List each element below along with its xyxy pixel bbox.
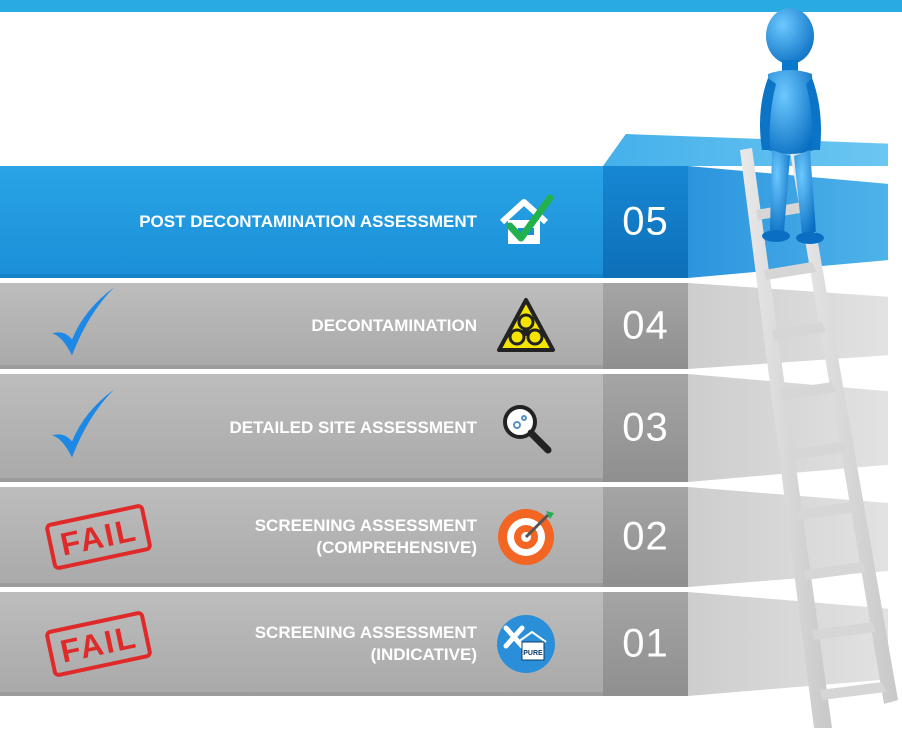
step-05-number-block	[603, 166, 688, 278]
step-label: POST DECONTAMINATION ASSESSMENT	[139, 212, 477, 231]
fail-stamp-text: FAIL	[44, 502, 154, 572]
step-label: DECONTAMINATION	[311, 316, 477, 335]
step-number: 02	[622, 514, 669, 559]
fail-stamp: FAIL	[44, 609, 154, 679]
pure-logo-icon: PURE	[496, 614, 556, 674]
step-05: 05 POST DECONTAMINATION ASSESSMENT	[0, 134, 902, 278]
pure-logo-text: PURE	[523, 650, 543, 657]
top-accent-bar	[0, 0, 902, 12]
step-label-line-1: SCREENING ASSESSMENT	[254, 623, 477, 642]
step-number: 04	[622, 303, 669, 348]
step-04-front	[0, 283, 603, 369]
fail-stamp-text: FAIL	[44, 609, 154, 679]
fail-stamp: FAIL	[44, 502, 154, 572]
step-label-line-1: SCREENING ASSESSMENT	[254, 516, 477, 535]
target-icon	[496, 507, 556, 567]
step-label: SCREENING ASSESSMENT (COMPREHENSIVE)	[255, 515, 477, 559]
step-label-line-2: (INDICATIVE)	[370, 645, 477, 664]
step-04-number-block	[603, 283, 688, 369]
step-label-line-2: (COMPREHENSIVE)	[316, 538, 477, 557]
house-checkmark-icon	[496, 192, 556, 252]
person-figure-illustration	[748, 0, 838, 250]
step-03-number-block	[603, 374, 688, 482]
step-04-side	[688, 283, 888, 369]
magnifier-icon	[496, 398, 556, 458]
step-number: 03	[622, 405, 669, 450]
step-01-number-block	[603, 592, 688, 696]
step-label: DETAILED SITE ASSESSMENT	[229, 418, 477, 437]
step-03-front	[0, 374, 603, 482]
check-icon	[48, 284, 118, 369]
step-05-side	[688, 166, 888, 278]
step-04: 04 DECONTAMINATION	[0, 283, 902, 369]
ladder-illustration	[740, 140, 900, 728]
step-number: 05	[622, 199, 669, 244]
check-icon	[48, 386, 118, 471]
step-number: 01	[622, 621, 669, 666]
step-02: 02 SCREENING ASSESSMENT (COMPREHENSIVE) …	[0, 487, 902, 587]
step-02-number-block	[603, 487, 688, 587]
step-01-side	[688, 592, 888, 696]
step-03: 03 DETAILED SITE ASSESSMENT	[0, 374, 902, 482]
biohazard-icon	[496, 296, 556, 356]
step-label: SCREENING ASSESSMENT (INDICATIVE)	[255, 622, 477, 666]
step-01: 01 SCREENING ASSESSMENT (INDICATIVE) PUR…	[0, 592, 902, 696]
